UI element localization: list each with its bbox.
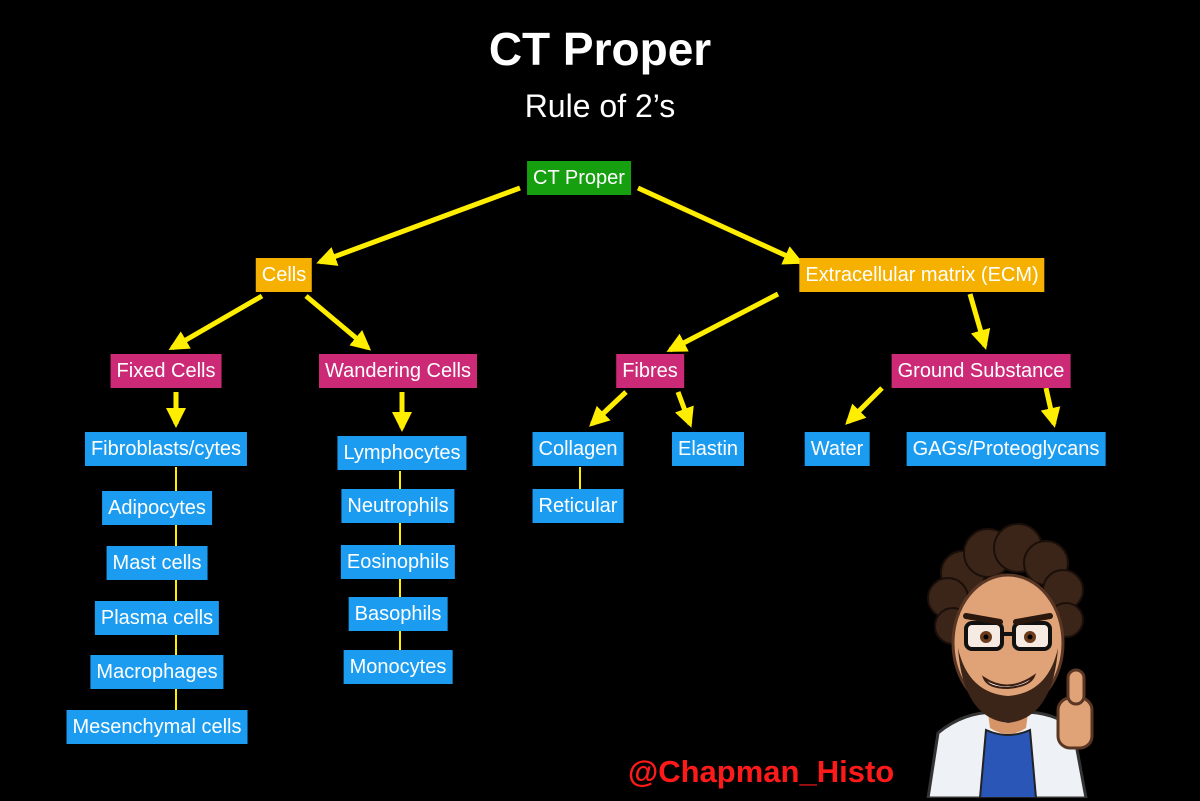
- arrow-ecm-ground: [967, 293, 991, 350]
- arrow-ecm-fibres: [666, 291, 780, 353]
- diagram-title: CT Proper: [488, 23, 712, 75]
- arrow-fibres-elastin: [675, 391, 694, 428]
- node-macrophages: Macrophages: [90, 655, 224, 689]
- node-fixed-cells: Fixed Cells: [110, 354, 222, 388]
- diagram-subtitle: Rule of 2’s: [524, 88, 676, 124]
- arrow-ground-gags: [1040, 387, 1061, 428]
- node-elastin: Elastin: [671, 432, 745, 466]
- node-water: Water: [804, 432, 870, 466]
- arrow-fibres-collagen: [589, 390, 628, 427]
- node-fibroblasts: Fibroblasts/cytes: [84, 432, 248, 466]
- node-mast-cells: Mast cells: [106, 546, 208, 580]
- arrow-cells-wandering: [304, 294, 372, 351]
- node-basophils: Basophils: [348, 597, 448, 631]
- arrow-root-ecm: [636, 185, 804, 265]
- node-fibres: Fibres: [616, 354, 684, 388]
- node-ground-substance: Ground Substance: [891, 354, 1071, 388]
- node-collagen: Collagen: [532, 432, 624, 466]
- author-handle: @Chapman_Histo: [628, 754, 895, 789]
- node-wandering-cells: Wandering Cells: [319, 354, 477, 388]
- node-mesenchymal-cells: Mesenchymal cells: [66, 710, 248, 744]
- node-adipocytes: Adipocytes: [102, 491, 212, 525]
- arrow-cells-fixed: [168, 293, 264, 351]
- node-ecm: Extracellular matrix (ECM): [799, 258, 1045, 292]
- node-neutrophils: Neutrophils: [341, 489, 455, 523]
- arrow-ground-water: [845, 386, 884, 425]
- node-reticular: Reticular: [532, 489, 624, 523]
- node-monocytes: Monocytes: [343, 650, 453, 684]
- node-gags-proteoglycans: GAGs/Proteoglycans: [906, 432, 1106, 466]
- node-cells: Cells: [255, 258, 313, 292]
- arrow-root-cells: [316, 185, 521, 266]
- node-lymphocytes: Lymphocytes: [337, 436, 467, 470]
- node-plasma-cells: Plasma cells: [94, 601, 220, 635]
- node-ct-proper: CT Proper: [527, 161, 631, 195]
- node-eosinophils: Eosinophils: [340, 545, 456, 579]
- cartoon-avatar-icon: [926, 523, 1094, 798]
